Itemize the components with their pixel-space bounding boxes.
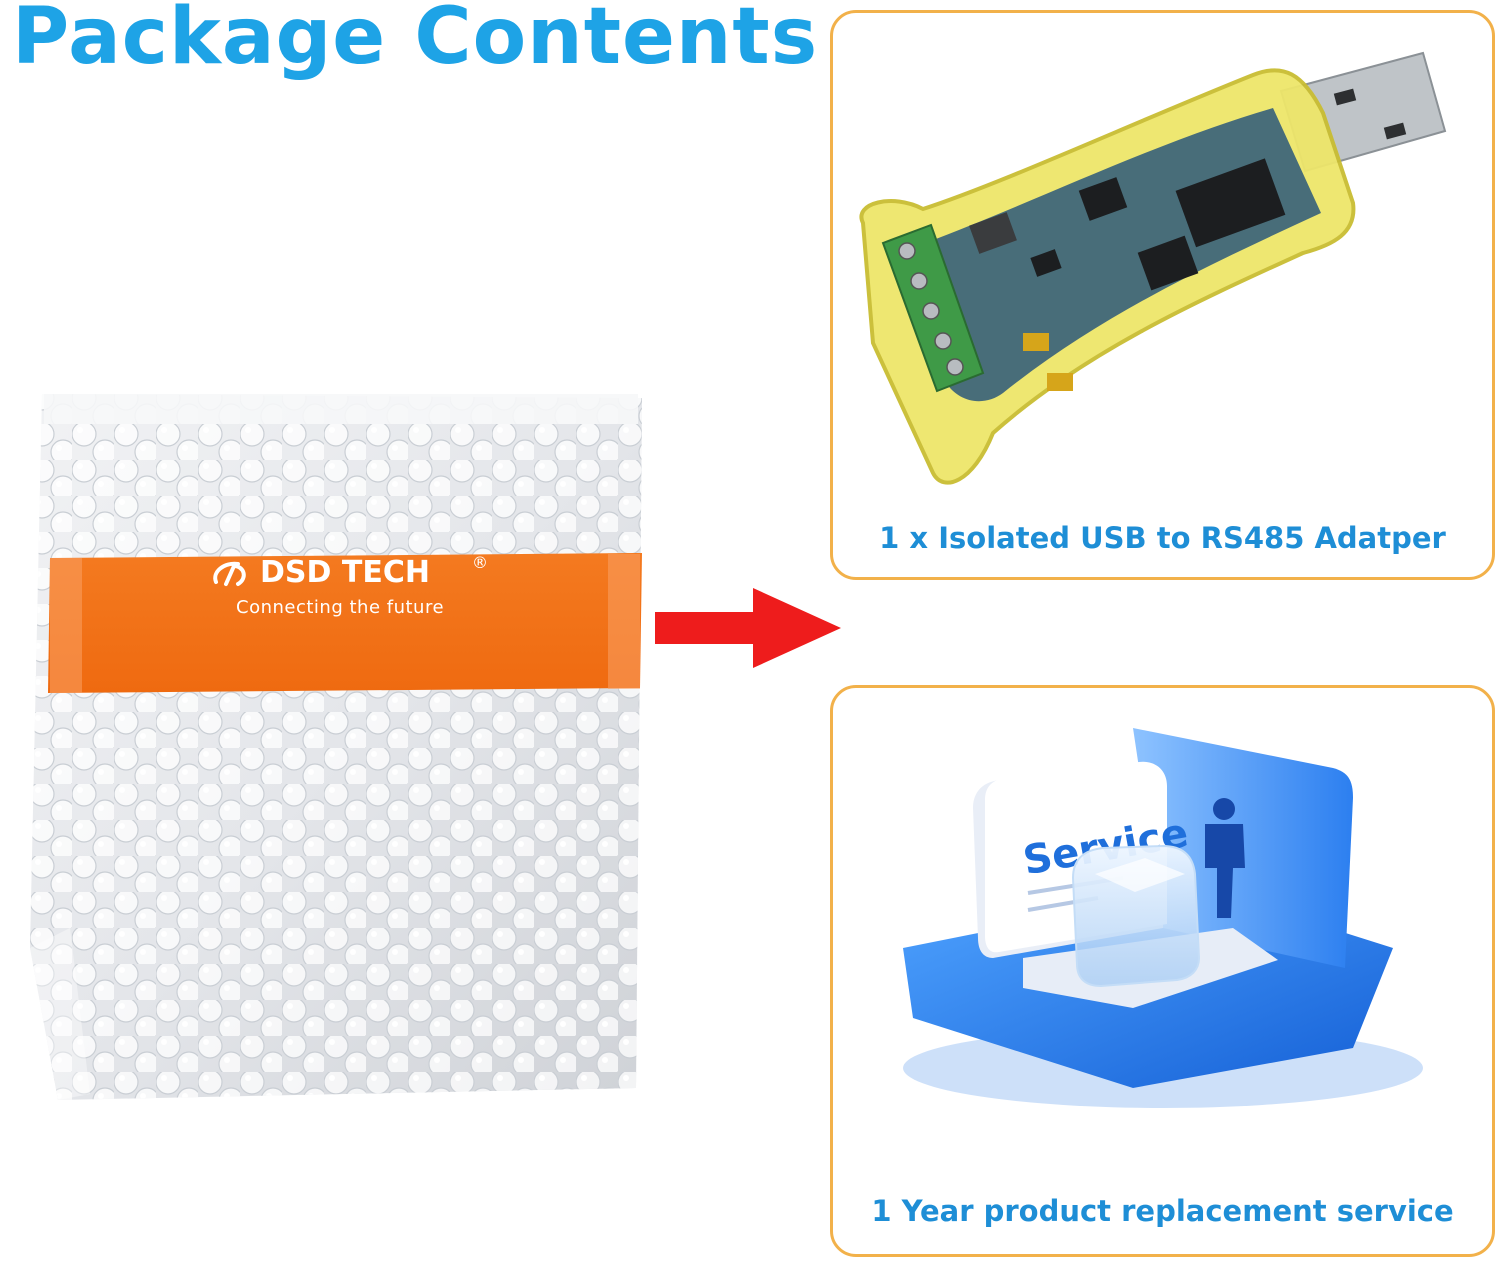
registered-mark: ® [472,553,488,572]
item-card-service: Service 1 Year product replacement servi… [830,685,1495,1257]
bubble-mailer-image [30,388,655,1100]
dsd-logo-icon [213,561,246,586]
item-card-adapter: 1 x Isolated USB to RS485 Adatper [830,10,1495,580]
mailer-brand-label: DSD TECH ® Connecting the future [210,553,520,635]
service-icon: Service [903,728,1423,1108]
brand-tagline: Connecting the future [236,597,445,618]
usb-adapter-icon [859,51,1447,485]
arrow-right-icon [655,588,841,668]
item-caption-adapter: 1 x Isolated USB to RS485 Adatper [879,521,1446,555]
page-title: Package Contents [12,0,819,82]
item-caption-service: 1 Year product replacement service [871,1194,1454,1228]
brand-name: DSD TECH [260,555,430,590]
